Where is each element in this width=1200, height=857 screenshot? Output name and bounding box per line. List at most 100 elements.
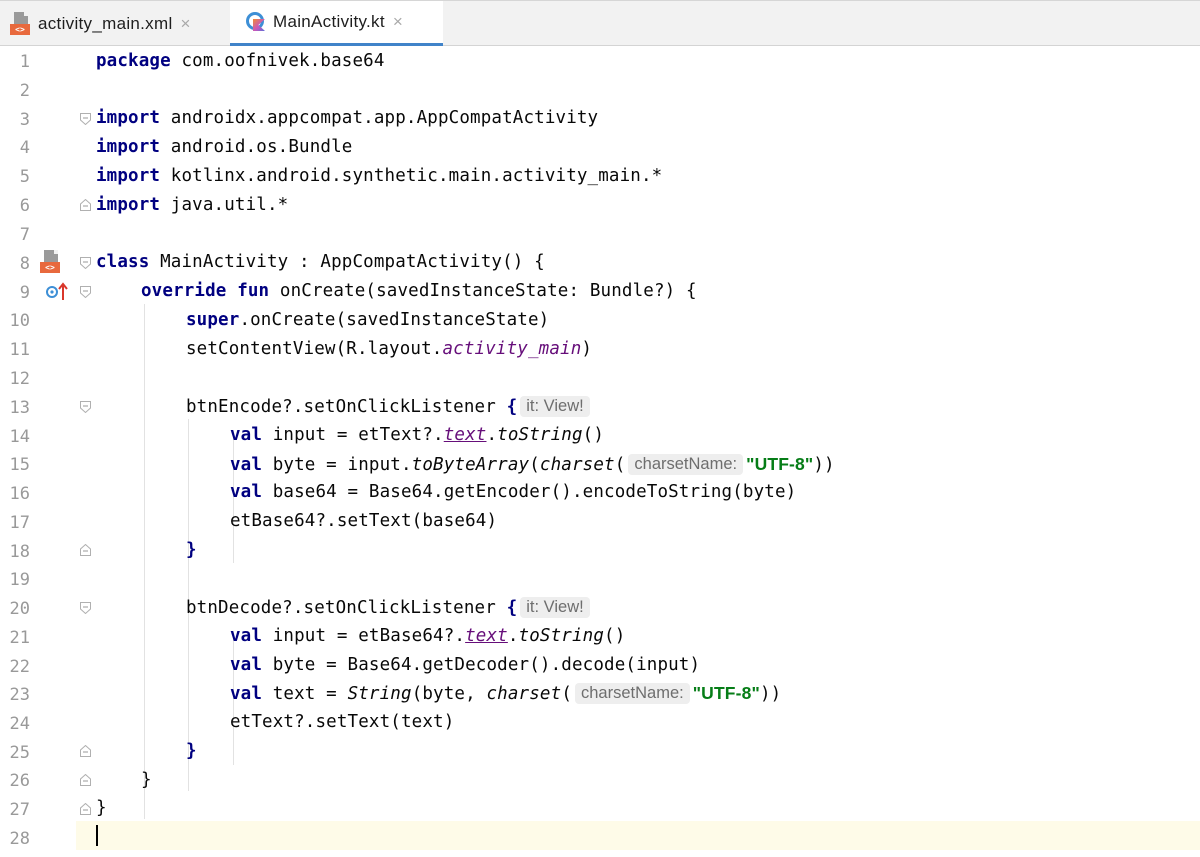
line-number: 24 [9,714,30,734]
line-number: 14 [9,427,30,447]
keyword: super [186,310,240,330]
code-text [227,281,238,301]
keyword: import [96,108,161,128]
keyword: override [141,281,227,301]
line-number: 21 [9,628,30,648]
close-tab-icon[interactable]: × [392,12,403,31]
code-line: setContentView(R.layout.activity_main) [186,339,592,359]
code-line: import android.os.Bundle [96,137,352,157]
code-text: ( [614,455,626,475]
code-line: val byte = Base64.getDecoder().decode(in… [230,655,700,675]
synthetic-property: text [465,626,508,646]
tab-label: MainActivity.kt [273,12,385,31]
code-text: (byte, [411,684,487,704]
fold-close-icon[interactable] [80,745,91,757]
keyword: import [96,137,161,157]
inlay-parameter-hint: charsetName: [575,683,690,704]
indent-guide [188,419,189,791]
kotlin-file-icon [245,11,267,33]
code-line: } [96,798,107,818]
code-text: byte = Base64.getDecoder().decode(input) [262,655,701,675]
code-text: ( [529,455,540,475]
fold-open-icon[interactable] [80,602,91,614]
code-text: byte = input. [262,455,412,475]
fold-open-icon[interactable] [80,113,91,125]
code-line: import kotlinx.android.synthetic.main.ac… [96,166,662,186]
lambda-brace: { [506,397,518,417]
code-line: import java.util.* [96,195,288,215]
indent-guide [233,433,234,563]
keyword: val [230,626,263,646]
line-number: 27 [9,800,30,820]
code-text: input = etText?. [262,425,444,445]
editor-tab-bar: <> activity_main.xml × MainActivity.kt × [0,0,1200,46]
code-line: super.onCreate(savedInstanceState) [186,310,549,330]
line-number: 12 [9,369,30,389]
xml-layout-icon[interactable]: <> [40,250,62,274]
keyword: val [230,655,263,675]
overrides-method-icon[interactable] [46,281,70,306]
code-line: class MainActivity : AppCompatActivity()… [96,252,545,272]
extension-call: toString [497,425,583,445]
line-number: 4 [19,138,30,158]
line-number: 17 [9,513,30,533]
line-number: 11 [9,340,30,360]
code-line: } [186,741,197,761]
keyword: fun [237,281,270,301]
code-text: () [582,425,605,445]
fold-open-icon[interactable] [80,401,91,413]
code-text: () [604,626,626,646]
code-text: android.os.Bundle [160,137,353,157]
extension-call: toByteArray [411,455,530,475]
close-tab-icon[interactable]: × [180,13,191,33]
code-text: text = [262,684,348,704]
keyword: val [230,482,263,502]
line-number: 26 [9,771,30,791]
fold-open-icon[interactable] [80,286,91,298]
text-caret [96,825,98,846]
line-number: 23 [9,685,30,705]
line-number: 20 [9,599,30,619]
code-text: )) [813,455,835,475]
line-number: 10 [9,311,30,331]
fold-close-icon[interactable] [80,199,91,211]
line-number-gutter [0,46,76,857]
code-text: androidx.appcompat.app.AppCompatActivity [160,108,599,128]
code-line: package com.oofnivek.base64 [96,51,385,71]
keyword: val [230,455,263,475]
inlay-type-hint: it: View! [520,396,590,417]
line-number: 8 [19,254,30,274]
line-number: 5 [19,167,30,187]
function-call: charset [486,684,562,704]
fold-close-icon[interactable] [80,774,91,786]
code-text: ) [581,339,593,359]
closing-brace: } [96,798,107,818]
tab-main-activity-kt[interactable]: MainActivity.kt × [230,1,443,46]
keyword: val [230,684,263,704]
keyword: package [96,51,171,71]
keyword: class [96,252,150,272]
code-text: . [507,626,519,646]
code-line: val byte = input.toByteArray(charset(cha… [230,454,835,475]
fold-close-icon[interactable] [80,544,91,556]
keyword: import [96,195,161,215]
synthetic-property: text [443,425,487,445]
string-literal: "UTF-8" [746,454,814,474]
line-number: 2 [19,81,30,101]
code-text: setContentView(R.layout. [186,339,443,359]
code-line: etBase64?.setText(base64) [230,511,497,531]
indent-guide [144,304,145,819]
line-number: 7 [19,225,30,245]
fold-close-icon[interactable] [80,803,91,815]
code-text: btnDecode?.setOnClickListener [186,598,507,618]
tab-label: activity_main.xml [38,13,173,33]
fold-open-icon[interactable] [80,257,91,269]
inlay-parameter-hint: charsetName: [628,454,744,475]
closing-brace: } [186,540,197,560]
tab-activity-main-xml[interactable]: <> activity_main.xml × [0,1,230,46]
code-text: onCreate(savedInstanceState: Bundle?) { [269,281,697,301]
code-text: MainActivity : AppCompatActivity() { [149,252,545,272]
code-text: ( [561,684,572,704]
code-editor[interactable] [76,46,1200,857]
code-text: etText?.setText(text) [230,712,455,732]
